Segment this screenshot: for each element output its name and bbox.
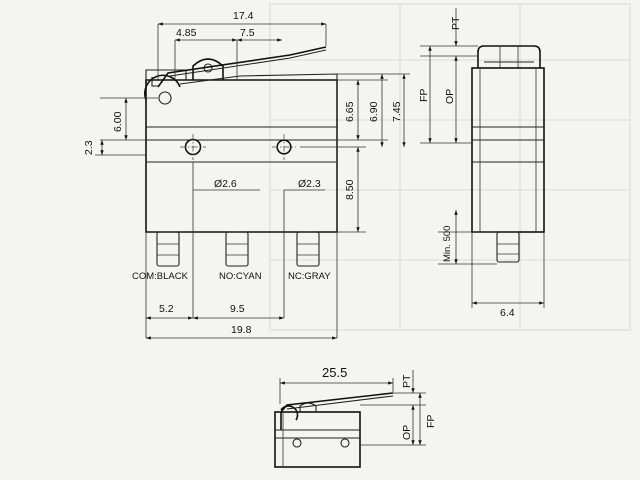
dim-lever-pivot: 4.85: [176, 27, 197, 39]
dim-height-745: 7.45: [391, 101, 403, 122]
side-width-label: 6.4: [500, 307, 515, 319]
side-view: PT FP OP Min. 500 6.4: [418, 8, 545, 319]
dim-overall-lever: 17.4: [233, 10, 254, 22]
terminal-com: [156, 231, 180, 267]
terminal-nc: [296, 231, 320, 267]
dim-width-198: 19.8: [231, 324, 252, 336]
bottom-view: 25.5 PT OP FP: [274, 365, 437, 468]
dim-pin-hole-gap: 2.3: [83, 140, 95, 155]
dim-height-690: 6.90: [368, 101, 380, 122]
side-min-wire-label: Min. 500: [442, 226, 453, 262]
dim-hole-left: Ø2.6: [214, 178, 237, 190]
dim-pin-offset: 6.00: [112, 111, 124, 132]
label-nc-gray: NC:GRAY: [288, 271, 331, 282]
bottom-fp-label: FP: [425, 415, 437, 428]
label-no-cyan: NO:CYAN: [219, 271, 262, 282]
bottom-pt-label: PT: [401, 374, 413, 388]
background-ghost-table: [269, 3, 631, 331]
front-view: 17.4 4.85 7.5 6.00 2.3 6.65 6.90 7.45 8.…: [83, 10, 410, 340]
bottom-op-label: OP: [401, 425, 413, 440]
side-op-label: OP: [444, 89, 456, 104]
dim-height-665: 6.65: [344, 101, 356, 122]
terminal-no: [225, 231, 249, 267]
dim-lever-roller: 7.5: [240, 27, 255, 39]
dim-span-95: 9.5: [230, 303, 245, 315]
bottom-lever-length-label: 25.5: [322, 365, 347, 380]
dim-height-850: 8.50: [344, 179, 356, 200]
label-com-black: COM:BLACK: [132, 271, 189, 282]
dim-hole-right: Ø2.3: [298, 178, 321, 190]
side-fp-label: FP: [418, 89, 430, 102]
dim-span-52: 5.2: [159, 303, 174, 315]
side-pt-label: PT: [450, 16, 462, 30]
